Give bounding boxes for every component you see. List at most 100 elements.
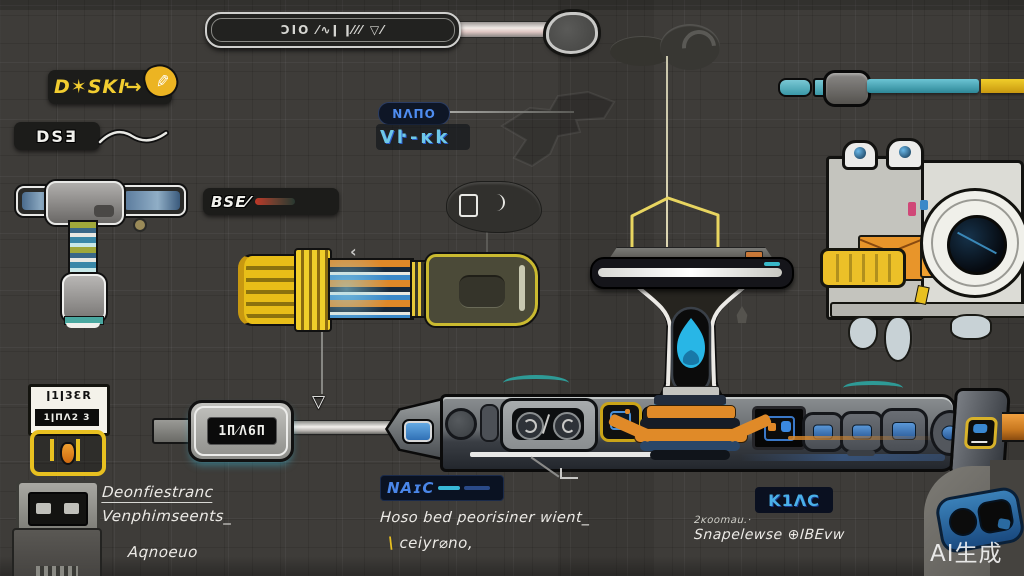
right-machine — [820, 138, 1024, 362]
machine-accent-pink — [908, 202, 916, 216]
bar-button-3[interactable] — [880, 408, 928, 454]
clip-orange-drop — [60, 442, 76, 465]
nano-label: NΛΠO — [378, 102, 450, 125]
bar-button-2[interactable] — [840, 411, 884, 453]
screw-icon — [133, 218, 147, 232]
machine-lens — [920, 188, 1024, 298]
bar-blue-sheen — [740, 454, 945, 461]
machine-drip2 — [884, 316, 912, 362]
top-right-slider[interactable] — [775, 68, 1024, 107]
droplet-mark — [736, 306, 748, 324]
dial-panel — [500, 398, 598, 452]
ratchet-handle[interactable]: ƆIO ⁄∿ǀ ǀ⁄⁄⁄ ▽⁄ — [205, 12, 461, 48]
curve-icon — [98, 129, 169, 145]
notes-center-slash: \ — [388, 533, 395, 552]
bar-white-stripe — [470, 452, 682, 457]
naic-tag: NAɪC — [380, 475, 504, 501]
bar-button-2-tab — [847, 450, 875, 456]
pointer-line — [321, 322, 323, 394]
flashlight-body — [426, 254, 538, 326]
t-grip[interactable] — [62, 274, 106, 322]
nano-label-text: NΛΠO — [392, 106, 436, 121]
cap-line — [486, 226, 488, 258]
slider-seg-a — [778, 78, 812, 97]
watermark: AI生成 — [930, 541, 1003, 567]
dsb-label: DSƎ — [14, 122, 100, 150]
notes-left-line3: Aqnoeuo — [127, 543, 199, 561]
slider-track[interactable] — [867, 79, 979, 93]
pedestal-slab — [590, 257, 794, 289]
ratchet-bar — [450, 21, 560, 38]
tick-icon: ‹ — [350, 242, 357, 261]
notes-left-line1: Deonfiestranc — [101, 483, 215, 503]
machine-eye2 — [886, 138, 924, 170]
machine-yellow-bracket — [820, 248, 906, 288]
end-cap-slot — [963, 417, 999, 449]
scanner-line2-strip: 1ǀΠΛ2 3 — [35, 409, 99, 426]
bar-bracket-mark — [560, 468, 578, 479]
orange-rod — [1002, 412, 1024, 442]
pen-icon: ✎ — [140, 60, 182, 102]
ratchet-knob[interactable] — [546, 12, 598, 54]
kinc-tag-text: K1ΛC — [768, 490, 820, 510]
bar-hole — [445, 408, 477, 440]
bse-label: BSE⁄ — [203, 188, 339, 215]
yellow-clip — [30, 430, 106, 476]
flashlight-tool: ‹ — [236, 242, 538, 332]
notes-left: Deonfiestranc Venphimseents_ Aqnoeuo — [101, 482, 272, 561]
slider-track-yellow — [981, 79, 1024, 93]
flashlight-slot — [459, 275, 505, 308]
kinc-tag: K1ΛC — [755, 487, 833, 513]
bse-gradient-bar — [255, 198, 295, 205]
bar-button-1[interactable] — [802, 412, 844, 452]
dsk-label: D✶SKŀ→ ✎ — [48, 60, 182, 104]
notes-left-line2: Venphimseents_ — [101, 507, 233, 525]
machine-drip3 — [950, 314, 992, 340]
slider-thumb[interactable] — [823, 70, 871, 107]
gun-silhouette — [500, 90, 616, 168]
flashlight-collar — [294, 248, 332, 332]
t-shaft — [68, 220, 98, 282]
dsk-label-text: D✶SKŀ→ — [54, 76, 143, 98]
scanner-stack: ǀ1ǀ3ƐR 1ǀΠΛ2 3 — [12, 380, 116, 576]
ratchet-tool: ƆIO ⁄∿ǀ ǀ⁄⁄⁄ ▽⁄ — [200, 8, 600, 54]
notes-right-line2: Snapelewse ⊕IBEvw — [693, 527, 846, 543]
usb-body — [12, 528, 102, 576]
dial-b[interactable] — [553, 412, 581, 440]
ratchet-handle-text: ƆIO ⁄∿ǀ ǀ⁄⁄⁄ ▽⁄ — [280, 23, 386, 37]
hanger-blob2 — [660, 23, 723, 71]
t-handle-tool — [12, 178, 190, 330]
flashlight-head — [238, 254, 304, 326]
dsb-label-text: DSƎ — [36, 126, 78, 146]
cap-blob — [446, 181, 542, 233]
bar-slot — [480, 404, 499, 442]
scanner-label-box: ǀ1ǀ3ƐR 1ǀΠΛ2 3 — [28, 384, 110, 436]
vikk-label: Vŀ-ĸk — [376, 124, 470, 150]
pedestal-stem — [625, 280, 757, 414]
notes-center-line2-text: ceiyr⌀no, — [399, 534, 474, 552]
notes-center-line1: Hoso bed peorisiner wient_ — [379, 510, 591, 526]
notes-center-line2: \ ceiyr⌀no, — [388, 533, 473, 552]
vikk-label-text: Vŀ-ĸk — [380, 126, 451, 148]
shade-top — [0, 0, 1024, 10]
bar-blue-button[interactable] — [402, 419, 434, 444]
teal-accent2 — [843, 381, 903, 395]
yoke-frame — [630, 196, 720, 254]
t-grip-tip — [66, 323, 100, 328]
machine-accent-blue — [920, 200, 928, 210]
plug-assembly: 1Π⁄Λ6Π — [150, 394, 404, 462]
flashlight-mid — [328, 258, 414, 320]
scanner-line1: ǀ1ǀ3ƐR — [46, 389, 92, 402]
t-right-arm — [118, 185, 186, 216]
teal-accent — [503, 375, 569, 391]
dial-a[interactable] — [516, 412, 544, 440]
usb-slot — [28, 492, 88, 526]
machine-eye — [842, 140, 878, 170]
notes-right-line1: 2ĸoomau.· — [693, 515, 752, 526]
machine-drip — [848, 316, 878, 350]
naic-tag-text: NAɪC — [387, 479, 435, 497]
nano-line — [444, 111, 574, 113]
bse-label-text: BSE⁄ — [211, 192, 250, 211]
arrow-down-icon: ▽ — [312, 392, 326, 412]
